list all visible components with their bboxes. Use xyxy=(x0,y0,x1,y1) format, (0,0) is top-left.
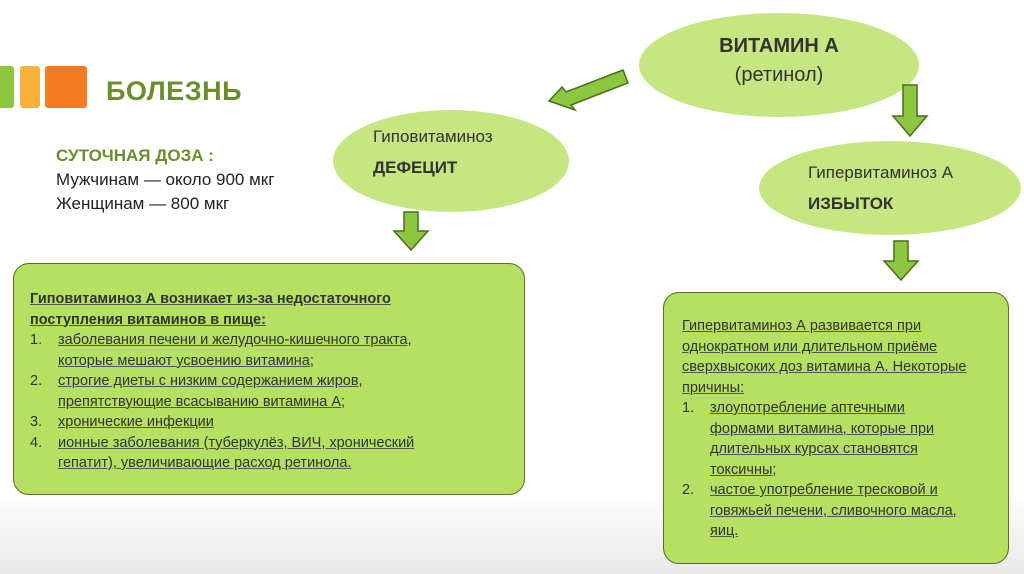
hyper-intro-line: однократном или длительном приёме xyxy=(682,338,938,355)
decor-square-yellow xyxy=(20,66,40,108)
arrow-to-hyper xyxy=(891,84,929,138)
vitamin-label: ВИТАМИН А (ретинол) xyxy=(639,32,919,90)
list-item-number: 2. xyxy=(30,373,43,389)
daily-dose-women: Женщинам — 800 мкг xyxy=(56,194,230,213)
arrow-to-hyper-box xyxy=(882,240,920,282)
list-item-number: 3. xyxy=(30,414,43,430)
list-item-line: яиц. xyxy=(710,523,739,539)
hyper-causes-list: 1. злоупотребление аптечными формами вит… xyxy=(682,398,1002,542)
hyper-status: ИЗБЫТОК xyxy=(808,194,894,213)
list-item: 1. заболевания печени и желудочно-кишечн… xyxy=(30,330,510,371)
list-item-number: 2. xyxy=(682,482,695,498)
hyper-ellipse xyxy=(759,141,1021,235)
list-item-line: частое употребление тресковой и xyxy=(710,482,938,498)
vitamin-alt-name: (ретинол) xyxy=(734,64,824,86)
daily-dose: СУТОЧНАЯ ДОЗА : Мужчинам — около 900 мкг… xyxy=(56,144,274,216)
hypo-heading-line-2: поступления витаминов в пище: xyxy=(30,311,266,328)
hypo-ellipse xyxy=(333,110,569,212)
hypo-title: Гиповитаминоз xyxy=(373,127,493,146)
list-item: 1. злоупотребление аптечными формами вит… xyxy=(682,398,1002,480)
list-item-line: строгие диеты с низким содержанием жиров… xyxy=(58,373,363,389)
hypo-heading-line-1: Гиповитаминоз А возникает из-за недостат… xyxy=(30,291,391,307)
slide-title: БОЛЕЗНЬ xyxy=(106,76,243,106)
hypo-status: ДЕФЕЦИТ xyxy=(373,158,458,177)
hypo-causes-list: 1. заболевания печени и желудочно-кишечн… xyxy=(30,330,510,474)
list-item-number: 4. xyxy=(30,434,43,451)
list-item: 3. хронические инфекции xyxy=(30,412,510,433)
list-item-line: препятствующие всасыванию витамина А; xyxy=(58,393,346,410)
hypo-causes-text: Гиповитаминоз А возникает из-за недостат… xyxy=(30,289,510,474)
hyper-label: Гипервитаминоз А ИЗБЫТОК xyxy=(808,157,953,219)
list-item-line: злоупотребление аптечными xyxy=(710,400,905,416)
decor-square-orange xyxy=(45,66,87,108)
list-item-line: токсичны; xyxy=(710,461,777,478)
list-item-number: 1. xyxy=(682,400,695,416)
list-item: 4. ионные заболевания (туберкулёз, ВИЧ, … xyxy=(30,433,510,474)
list-item-line: хронические инфекции xyxy=(58,414,214,430)
list-item-number: 1. xyxy=(30,332,43,348)
list-item-line: формами витамина, которые при xyxy=(710,420,935,437)
decor-square-green xyxy=(0,66,14,108)
list-item-line: которые мешают усвоению витамина; xyxy=(58,352,314,369)
hyper-intro-line: Гипервитаминоз А развивается при xyxy=(682,318,922,334)
list-item-line: длительных курсах становятся xyxy=(710,441,918,457)
hyper-intro-line: причины: xyxy=(682,379,745,396)
hypo-label: Гиповитаминоз ДЕФЕЦИТ xyxy=(373,121,493,183)
hyper-title: Гипервитаминоз А xyxy=(808,163,954,182)
hypo-causes-box xyxy=(13,263,525,495)
list-item-line: говяжьей печени, сливочного масла, xyxy=(710,502,957,519)
hyper-causes-box xyxy=(663,292,1009,564)
vitamin-name: ВИТАМИН А xyxy=(719,35,839,57)
daily-dose-heading: СУТОЧНАЯ ДОЗА : xyxy=(56,146,214,165)
daily-dose-men: Мужчинам — около 900 мкг xyxy=(56,170,275,189)
arrow-to-hypo xyxy=(547,69,629,112)
list-item-line: ионные заболевания (туберкулёз, ВИЧ, хро… xyxy=(58,434,415,451)
arrow-to-hypo-box xyxy=(392,211,430,252)
list-item: 2. строгие диеты с низким содержанием жи… xyxy=(30,371,510,412)
list-item-line: заболевания печени и желудочно-кишечного… xyxy=(58,332,412,348)
list-item-line: гепатит), увеличивающие расход ретинола. xyxy=(58,455,352,471)
hyper-causes-text: Гипервитаминоз А развивается при однокра… xyxy=(682,316,1002,542)
hyper-intro-line: сверхвысоких доз витамина А. Некоторые xyxy=(682,359,967,375)
list-item: 2. частое употребление тресковой и говяж… xyxy=(682,480,1002,542)
vitamin-ellipse xyxy=(639,13,919,117)
